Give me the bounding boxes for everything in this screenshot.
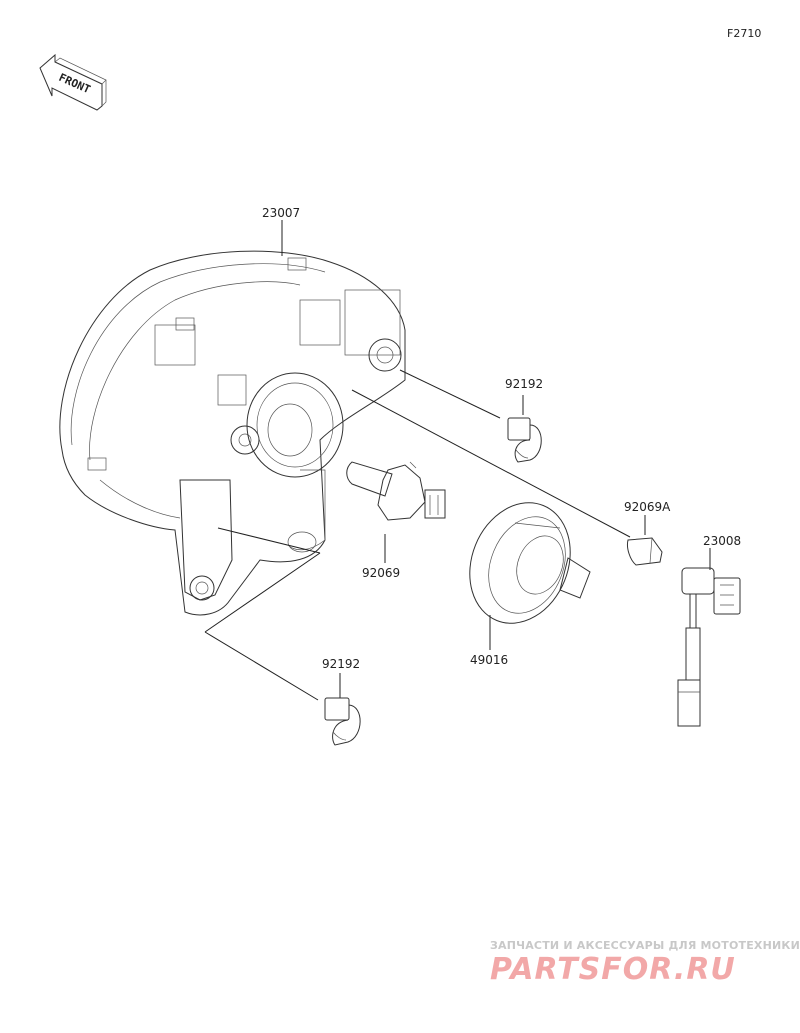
part-number-position-bulb: 92069A (624, 500, 671, 514)
bulb-cover-drawing (469, 502, 591, 624)
part-number-bulb-upper: 92192 (505, 377, 544, 391)
bulb-upper-drawing (507, 417, 542, 463)
position-bulb-drawing (627, 537, 663, 566)
socket-harness-drawing (677, 567, 741, 727)
part-number-headlight: 23007 (262, 206, 301, 220)
part-number-bulb-lower: 92192 (322, 657, 361, 671)
bulb-lower-drawing (324, 697, 361, 746)
part-number-headlight-bulb: 92069 (362, 566, 401, 580)
figure-code: F2710 (727, 27, 762, 40)
leader-lines (204, 220, 711, 701)
front-arrow-icon: FRONT (39, 53, 107, 111)
headlight-bulb-drawing (346, 461, 446, 521)
watermark-brand-logo: PARTSFOR.RU (490, 952, 736, 987)
watermark-subtitle: ЗАПЧАСТИ И АКСЕССУАРЫ ДЛЯ МОТОТЕХНИКИ (490, 939, 800, 952)
part-number-bulb-cover: 49016 (470, 653, 509, 667)
headlight-assembly (59, 250, 406, 616)
part-number-socket-harness: 23008 (703, 534, 742, 548)
